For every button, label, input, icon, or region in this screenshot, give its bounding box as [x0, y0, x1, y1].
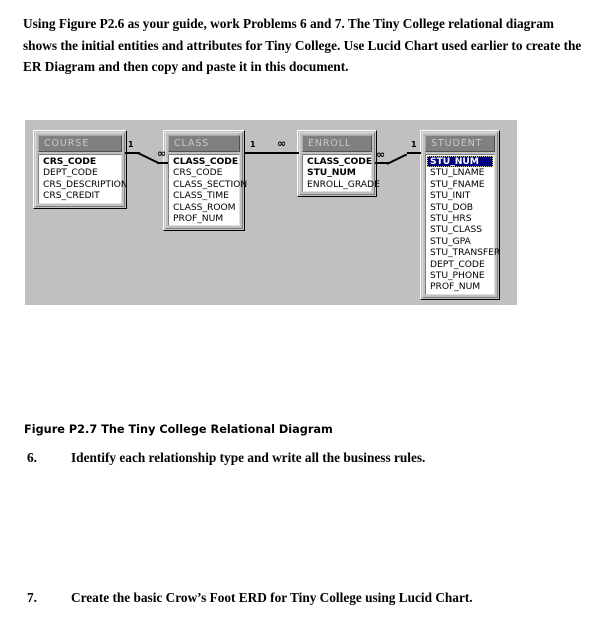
entity-inner-student: STUDENT STU_NUM STU_LNAME STU_FNAME STU_…	[422, 132, 501, 298]
entity-box-enroll[interactable]: ENROLL CLASS_CODE STU_NUM ENROLL_GRADE	[297, 130, 380, 198]
intro-paragraph: Using Figure P2.6 as your guide, work Pr…	[23, 16, 582, 74]
entity-box-student[interactable]: STUDENT STU_NUM STU_LNAME STU_FNAME STU_…	[420, 130, 500, 300]
entity-fields-course: CRS_CODE DEPT_CODE CRS_DESCRIPTION CRS_C…	[38, 154, 128, 204]
field-row[interactable]: STU_TRANSFER	[430, 247, 501, 259]
entity-title-course: COURSE	[38, 135, 122, 152]
problem-item-6: 6. Identify each relationship type and wr…	[27, 450, 425, 466]
relationship-line	[157, 162, 168, 164]
entity-inner-class: CLASS CLASS_CODE CRS_CODE CLASS_SECTION …	[165, 132, 248, 230]
relationship-line	[244, 152, 299, 154]
entity-inner-enroll: ENROLL CLASS_CODE STU_NUM ENROLL_GRADE	[299, 132, 380, 196]
field-row[interactable]: STU_CLASS	[430, 224, 483, 236]
field-row[interactable]: STU_FNAME	[430, 178, 485, 190]
field-row[interactable]: STU_HRS	[430, 213, 472, 225]
cardinality-many: ∞	[376, 148, 385, 161]
relationship-line	[375, 162, 389, 164]
entity-fields-enroll: CLASS_CODE STU_NUM ENROLL_GRADE	[302, 154, 380, 193]
entity-box-class[interactable]: CLASS CLASS_CODE CRS_CODE CLASS_SECTION …	[163, 130, 248, 232]
field-row[interactable]: CLASS_CODE	[173, 156, 239, 167]
relationship-course-class[interactable]: 1 ∞	[125, 138, 168, 172]
relationship-line	[407, 152, 421, 154]
field-row[interactable]: CRS_DESCRIPTION	[43, 178, 128, 190]
problem-item-7: 7. Create the basic Crow’s Foot ERD for T…	[27, 590, 473, 606]
cardinality-one: 1	[128, 140, 134, 149]
field-row[interactable]: STU_LNAME	[430, 167, 485, 179]
field-row-selected[interactable]: STU_NUM	[427, 156, 493, 168]
field-row[interactable]: CLASS_ROOM	[173, 201, 236, 213]
field-row[interactable]: DEPT_CODE	[43, 167, 98, 179]
field-row[interactable]: STU_GPA	[430, 235, 471, 247]
entity-inner-course: COURSE CRS_CODE DEPT_CODE CRS_DESCRIPTIO…	[35, 132, 128, 207]
cardinality-one: 1	[250, 140, 256, 149]
field-row[interactable]: CLASS_CODE	[307, 156, 373, 167]
field-row[interactable]: STU_PHONE	[430, 270, 485, 282]
relational-diagram-canvas: COURSE CRS_CODE DEPT_CODE CRS_DESCRIPTIO…	[25, 120, 517, 305]
field-row[interactable]: STU_DOB	[430, 201, 474, 213]
cardinality-one: 1	[411, 140, 417, 149]
entity-title-student: STUDENT	[425, 135, 495, 152]
entity-title-class: CLASS	[168, 135, 240, 152]
entity-title-enroll: ENROLL	[302, 135, 372, 152]
relationship-enroll-student[interactable]: ∞ 1	[375, 138, 423, 172]
problem-number: 7.	[27, 590, 37, 605]
cardinality-many: ∞	[277, 137, 286, 150]
relationship-line	[137, 152, 159, 164]
entity-fields-class: CLASS_CODE CRS_CODE CLASS_SECTION CLASS_…	[168, 154, 248, 227]
field-row[interactable]: STU_INIT	[430, 190, 471, 202]
field-row[interactable]: CLASS_SECTION	[173, 178, 248, 190]
problem-number: 6.	[27, 450, 37, 465]
field-row[interactable]: PROF_NUM	[173, 213, 224, 225]
cardinality-many: ∞	[157, 147, 166, 160]
relationship-class-enroll[interactable]: 1 ∞	[244, 138, 300, 166]
field-row[interactable]: CRS_CREDIT	[43, 190, 100, 202]
field-row[interactable]: STU_NUM	[307, 167, 356, 179]
field-row[interactable]: CLASS_TIME	[173, 190, 229, 202]
relationship-line	[386, 153, 408, 165]
figure-caption: Figure P2.7 The Tiny College Relational …	[24, 423, 333, 436]
field-row[interactable]: CRS_CODE	[43, 156, 97, 167]
problem-text: Identify each relationship type and writ…	[71, 450, 426, 465]
relationship-line	[125, 152, 140, 154]
field-row[interactable]: CRS_CODE	[173, 167, 223, 179]
field-row[interactable]: DEPT_CODE	[430, 258, 485, 270]
field-row[interactable]: PROF_NUM	[430, 281, 481, 293]
field-row[interactable]: ENROLL_GRADE	[307, 178, 380, 190]
problem-text: Create the basic Crow’s Foot ERD for Tin…	[71, 590, 473, 605]
entity-box-course[interactable]: COURSE CRS_CODE DEPT_CODE CRS_DESCRIPTIO…	[33, 130, 128, 209]
entity-fields-student: STU_NUM STU_LNAME STU_FNAME STU_INIT STU…	[425, 154, 501, 295]
